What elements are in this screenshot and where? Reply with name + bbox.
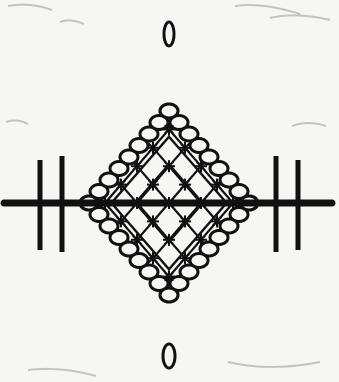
paper-background [0,0,339,382]
lace-diamond-figure [0,0,339,382]
